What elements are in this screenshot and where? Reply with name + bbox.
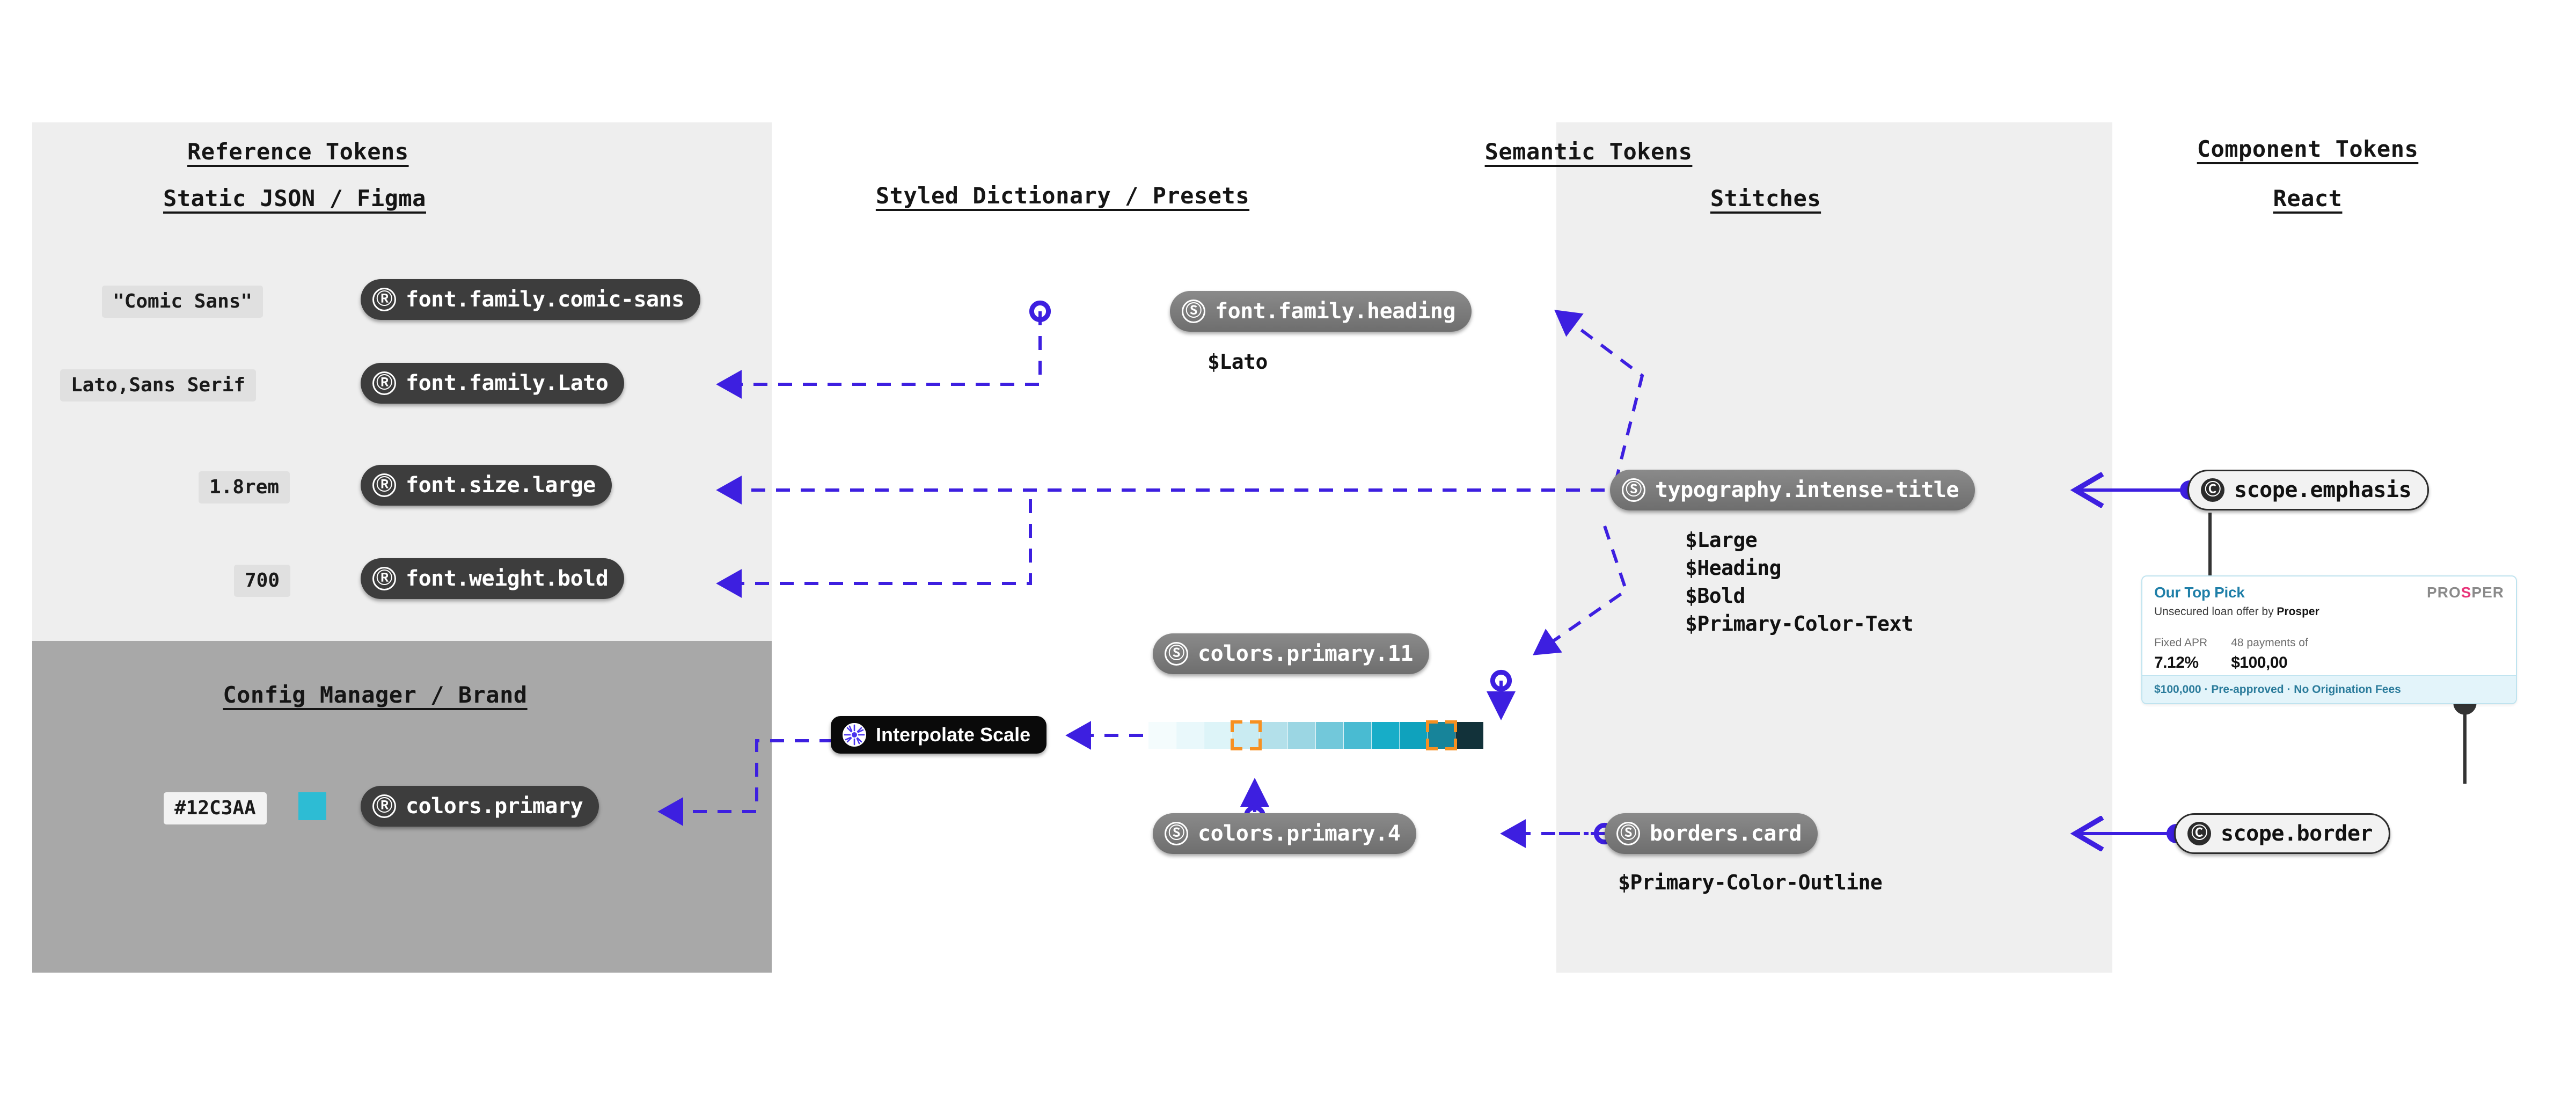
component-pill-scope-border[interactable]: Ⓒ scope.border [2174,813,2390,854]
semantic-pill-label: colors.primary.4 [1198,821,1401,846]
semantic-values-font-family-heading: $Lato [1208,350,1268,374]
brand-hex-value: #12C3AA [164,792,267,824]
reference-value-0: "Comic Sans" [102,286,264,318]
config-manager-title: Config Manager / Brand [223,682,528,708]
semantic-badge-icon: Ⓢ [1165,642,1188,666]
reference-pill-font-size-large[interactable]: Ⓡ font.size.large [361,465,612,506]
column-subtitle-reference: Static JSON / Figma [163,185,426,211]
reference-value-2: 1.8rem [199,471,290,503]
reference-pill-font-family-lato[interactable]: Ⓡ font.family.Lato [361,363,625,404]
component-badge-icon: Ⓒ [2187,822,2211,845]
semantic-values-borders-card: $Primary-Color-Outline [1618,871,1883,894]
column-title-component: Component Tokens [2197,136,2419,162]
semantic-pill-label: borders.card [1650,821,1802,846]
reference-badge-icon: Ⓡ [372,288,396,311]
brand-pill-label: colors.primary [406,794,583,819]
component-pill-scope-emphasis[interactable]: Ⓒ scope.emphasis [2187,470,2429,510]
color-swatch-4[interactable] [1260,722,1288,749]
semantic-pill-colors-primary-11[interactable]: Ⓢ colors.primary.11 [1153,633,1429,674]
semantic-badge-icon: Ⓢ [1616,822,1640,845]
semantic-badge-icon: Ⓢ [1165,822,1188,845]
reference-value-1: Lato,Sans Serif [60,369,257,402]
reference-badge-icon: Ⓡ [372,794,396,818]
component-badge-icon: Ⓒ [2201,478,2224,502]
card-footer-note: $100,000 · Pre-approved · No Origination… [2142,675,2516,703]
color-swatch-3[interactable] [1232,722,1260,749]
semantic-pill-label: colors.primary.11 [1198,641,1413,666]
reference-pill-font-family-comic-sans[interactable]: Ⓡ font.family.comic-sans [361,279,700,320]
column-subtitle-semantic: Stitches [1710,185,1821,211]
semantic-badge-icon: Ⓢ [1622,478,1645,502]
semantic-pill-font-family-heading[interactable]: Ⓢ font.family.heading [1170,291,1472,332]
semantic-pill-label: typography.intense-title [1655,478,1959,502]
sunburst-icon [843,723,866,747]
card-stat-payments: 48 payments of $100,00 [2231,637,2308,671]
brand-color-swatch [298,792,326,820]
component-pill-label: scope.emphasis [2234,478,2412,502]
color-scale-strip[interactable] [1148,722,1483,749]
color-swatch-11[interactable] [1455,722,1483,749]
column-title-reference: Reference Tokens [187,138,409,165]
color-scale-active-marker [1432,725,1452,746]
reference-pill-font-weight-bold[interactable]: Ⓡ font.weight.bold [361,558,625,599]
interpolate-scale-button[interactable]: Interpolate Scale [831,716,1047,754]
reference-pill-label: font.family.comic-sans [406,287,684,312]
card-top-pick-label: Our Top Pick [2154,584,2245,601]
semantic-pill-colors-primary-4[interactable]: Ⓢ colors.primary.4 [1153,813,1417,854]
component-pill-label: scope.border [2221,821,2373,846]
color-swatch-1[interactable] [1176,722,1204,749]
column-title-semantic: Semantic Tokens [1484,138,1693,165]
reference-value-3: 700 [234,565,291,597]
card-stats: Fixed APR 7.12% 48 payments of $100,00 [2154,637,2308,672]
reference-pill-label: font.family.Lato [406,371,609,396]
color-swatch-7[interactable] [1344,722,1372,749]
color-swatch-9[interactable] [1400,722,1428,749]
reference-badge-icon: Ⓡ [372,371,396,395]
semantic-pill-borders-card[interactable]: Ⓢ borders.card [1605,813,1818,854]
reference-badge-icon: Ⓡ [372,473,396,497]
interpolate-scale-label: Interpolate Scale [876,724,1031,746]
semantic-pill-label: font.family.heading [1215,299,1456,324]
reference-badge-icon: Ⓡ [372,567,396,590]
column-subtitle-styled-dictionary: Styled Dictionary / Presets [875,182,1250,209]
color-swatch-2[interactable] [1204,722,1232,749]
semantic-values-typography-intense-title: $Large $Heading $Bold $Primary-Color-Tex… [1685,528,1914,636]
reference-pill-label: font.size.large [406,473,596,498]
semantic-badge-icon: Ⓢ [1182,300,1205,323]
color-swatch-5[interactable] [1288,722,1316,749]
card-stat-apr: Fixed APR 7.12% [2154,637,2208,671]
color-swatch-8[interactable] [1372,722,1400,749]
column-subtitle-component: React [2273,185,2343,211]
card-subtitle: Unsecured loan offer by Prosper [2154,605,2319,618]
semantic-pill-typography-intense-title[interactable]: Ⓢ typography.intense-title [1610,470,1975,510]
reference-pill-label: font.weight.bold [406,566,609,591]
brand-pill-colors-primary[interactable]: Ⓡ colors.primary [361,786,599,827]
color-swatch-6[interactable] [1316,722,1344,749]
color-swatch-0[interactable] [1148,722,1176,749]
